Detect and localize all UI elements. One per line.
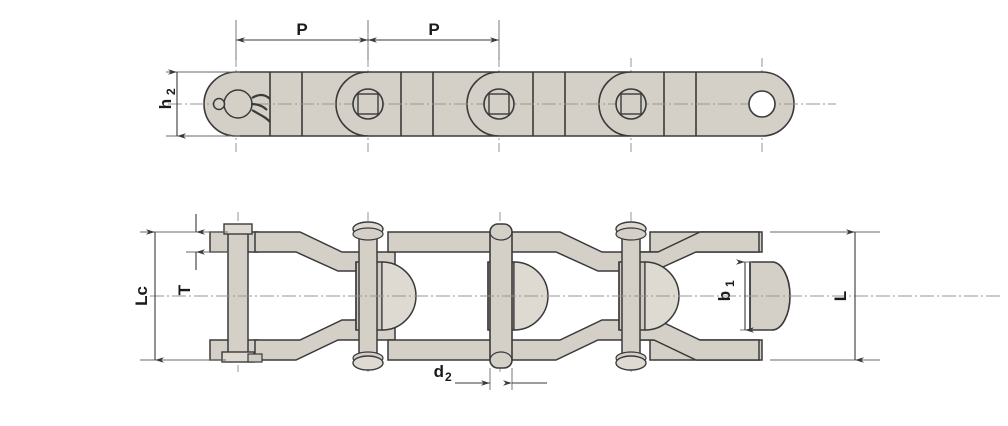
pin-hole-4: [615, 88, 647, 120]
dimension-t: T: [175, 214, 228, 295]
pin-2-collar-top: [352, 227, 384, 241]
pin-hole-2: [352, 88, 384, 120]
pin-hole-5-open: [748, 90, 776, 118]
dimension-d2: d 2: [434, 362, 547, 390]
pin-1-cotter-tail: [247, 353, 263, 363]
dimension-label-d2: d: [434, 362, 444, 381]
dimension-b1: b 1: [715, 259, 754, 333]
pin-2-cotter-bottom: [352, 355, 384, 371]
dimension-label-h2-subscript: 2: [164, 88, 178, 95]
pin-hole-3: [483, 88, 515, 120]
dimension-label-h2: h: [156, 99, 175, 109]
plan-view: Lc T d 2 b 1: [132, 212, 1000, 390]
dimension-pitch-2: P: [368, 20, 500, 60]
dimension-label-pitch-1: P: [296, 20, 307, 39]
side-elevation-view: P P h 2: [156, 20, 836, 152]
lower-plate-b: [387, 339, 501, 361]
dimension-label-t: T: [175, 284, 194, 295]
dimension-label-b1: b: [715, 291, 734, 301]
pin-holes: [352, 88, 776, 120]
cotter-pin-detail: [212, 89, 271, 123]
pin-3-end-bottom: [489, 351, 513, 361]
pin-3-end-top: [489, 231, 513, 241]
dimension-label-b1-subscript: 1: [723, 280, 737, 287]
dimension-h2: h 2: [156, 69, 240, 139]
pin-4-cotter-bottom: [615, 355, 647, 371]
pin-1-head-top: [223, 223, 253, 235]
dimension-label-d2-subscript: 2: [445, 370, 452, 384]
pin-4-collar-top: [615, 227, 647, 241]
dimension-label-l: L: [831, 291, 850, 301]
dimension-label-pitch-2: P: [428, 20, 439, 39]
upper-plate-b: [387, 231, 501, 253]
dimension-l: L: [770, 229, 880, 363]
dimension-label-lc: Lc: [132, 286, 151, 306]
